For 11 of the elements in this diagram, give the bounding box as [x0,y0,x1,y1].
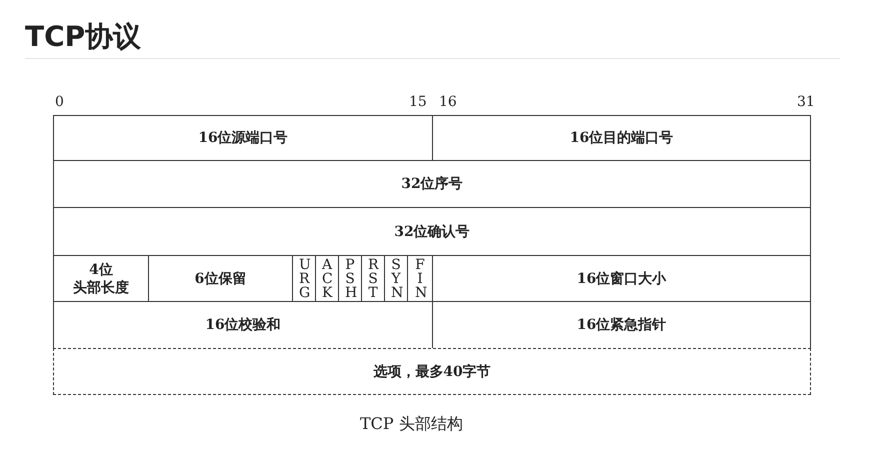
bit-number: 16 [439,94,457,110]
bit-number: 0 [55,94,64,110]
bit-number: 15 [409,94,427,110]
options-field: 选项，最多40字节 [53,348,811,395]
bit-number: 31 [797,94,815,110]
page-title: TCP协议 [25,19,142,55]
diagram-caption: TCP 头部结构 [360,414,463,435]
header-field: 16位源端口号 [53,115,433,161]
header-field: 32位序号 [53,160,811,208]
header-field: 16位目的端口号 [432,115,811,161]
header-field: 32位确认号 [53,207,811,256]
